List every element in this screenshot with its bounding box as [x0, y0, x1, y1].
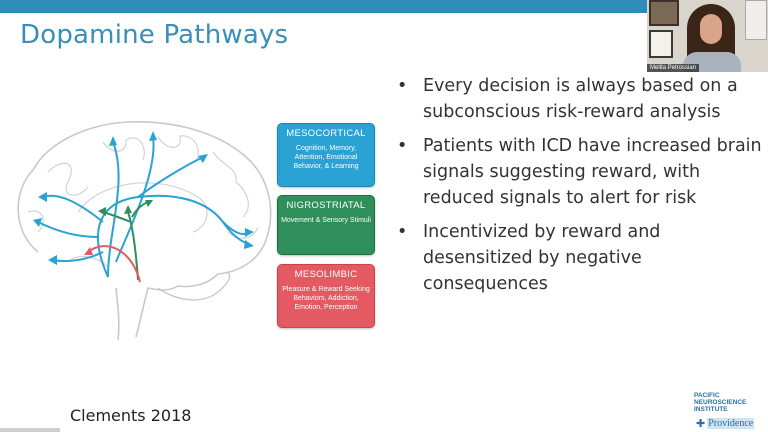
institute-logo: PACIFIC NEUROSCIENCE INSTITUTE ✚ Provide… — [694, 392, 764, 432]
participant-face — [700, 14, 722, 44]
brainstem — [115, 287, 120, 341]
citation: Clements 2018 — [70, 406, 192, 425]
bullet-list: • Every decision is always based on a su… — [395, 73, 767, 305]
nigrostriatal-desc: Movement & Sensory Stimuli — [281, 217, 371, 224]
bullet-item: • Patients with ICD have increased brain… — [395, 133, 767, 211]
slide-title: Dopamine Pathways — [20, 20, 289, 50]
bullet-item: • Every decision is always based on a su… — [395, 73, 767, 125]
mesolimbic-desc: Pleasure & Reward Seeking Behaviors, Add… — [282, 286, 370, 311]
bullet-text: Incentivized by reward and desensitized … — [423, 222, 661, 294]
nigrostriatal-title: NIGROSTRIATAL — [286, 200, 366, 211]
logo-line-3: INSTITUTE — [694, 406, 728, 413]
bullet-glyph: • — [397, 136, 408, 156]
provider-mark: ✚ Providence — [696, 417, 755, 430]
brain-outline — [17, 120, 272, 338]
bottom-strip — [0, 428, 60, 432]
bullet-text: Every decision is always based on a subc… — [423, 76, 738, 122]
participant-video-tile[interactable]: Melita Petrossian — [647, 0, 768, 72]
nigrostriatal-box: NIGROSTRIATAL Movement & Sensory Stimuli — [277, 195, 375, 255]
bullet-glyph: • — [397, 222, 408, 242]
participant-name-label: Melita Petrossian — [647, 64, 700, 72]
bullet-glyph: • — [397, 76, 408, 96]
bullet-text: Patients with ICD have increased brain s… — [423, 136, 762, 208]
mesolimbic-box: MESOLIMBIC Pleasure & Reward Seeking Beh… — [277, 264, 375, 328]
wall-picture-frame — [649, 30, 673, 58]
wall-picture-frame — [649, 0, 679, 26]
bullet-item: • Incentivized by reward and desensitize… — [395, 219, 767, 297]
brain-diagram — [17, 120, 272, 341]
cerebellum — [157, 271, 231, 301]
top-accent-bar — [0, 0, 768, 13]
mesocortical-title: MESOCORTICAL — [286, 128, 366, 139]
mesocortical-box: MESOCORTICAL Cognition, Memory, Attentio… — [277, 123, 375, 187]
provider-name: Providence — [707, 418, 755, 429]
logo-line-1: PACIFIC — [694, 392, 720, 399]
cross-icon: ✚ — [696, 417, 706, 430]
mesolimbic-title: MESOLIMBIC — [294, 269, 358, 280]
logo-line-2: NEUROSCIENCE — [694, 399, 747, 406]
wall-picture-frame — [745, 0, 767, 40]
mesocortical-desc: Cognition, Memory, Attention, Emotional … — [293, 145, 359, 170]
